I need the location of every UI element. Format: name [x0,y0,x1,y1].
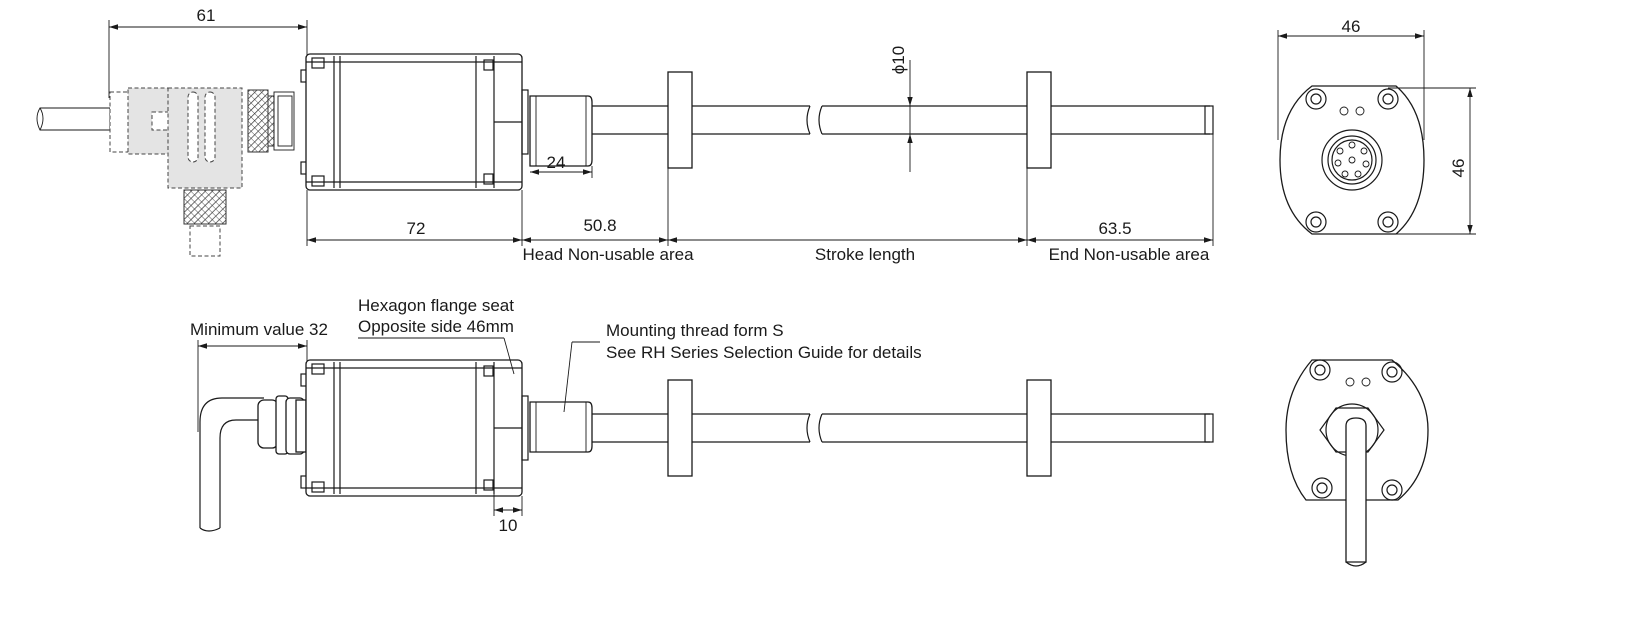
dim-72: 72 [407,219,426,238]
label-stroke-length: Stroke length [815,245,915,264]
label-hex-seat-2: Opposite side 46mm [358,317,514,336]
dim-46-height: 46 [1449,159,1468,178]
magnet-ring-start-lower [667,379,693,477]
bent-cable [199,397,264,532]
label-min-value: Minimum value 32 [190,320,328,339]
top-dimensions: 61 72 50.8 24 63.5 ϕ10 Head Non-usable a… [108,6,1214,264]
label-thread-2: See RH Series Selection Guide for detail… [606,343,922,362]
top-side-view [36,53,1214,257]
dim-24: 24 [547,153,566,172]
end-view-connector: 46 46 [1277,17,1476,235]
magnet-ring-end [1026,71,1052,169]
label-hex-seat-1: Hexagon flange seat [358,296,514,315]
dim-phi10: ϕ10 [889,46,908,74]
label-end-non-usable: End Non-usable area [1049,245,1210,264]
dim-50-8: 50.8 [583,216,616,235]
cable-stub-left [36,91,133,153]
label-thread-1: Mounting thread form S [606,321,784,340]
dim-46-width: 46 [1342,17,1361,36]
cable-gland [257,395,307,455]
mounting-nut [529,95,593,167]
magnet-ring-end-lower [1026,379,1052,477]
end-view-cable [1285,359,1429,567]
sensor-head-body-lower [300,359,529,497]
sensor-head-body [300,53,529,191]
measuring-rod-lower [592,413,1214,443]
dim-61: 61 [197,6,216,25]
magnet-ring-start [667,71,693,169]
mounting-nut-lower [529,401,593,453]
measuring-rod [592,105,1214,135]
dim-10: 10 [499,516,518,535]
connector-plug [127,87,295,257]
bottom-side-view [199,359,1214,532]
bottom-dimensions: Minimum value 32 Hexagon flange seat Opp… [190,296,922,535]
dim-63-5: 63.5 [1098,219,1131,238]
label-head-non-usable: Head Non-usable area [522,245,694,264]
